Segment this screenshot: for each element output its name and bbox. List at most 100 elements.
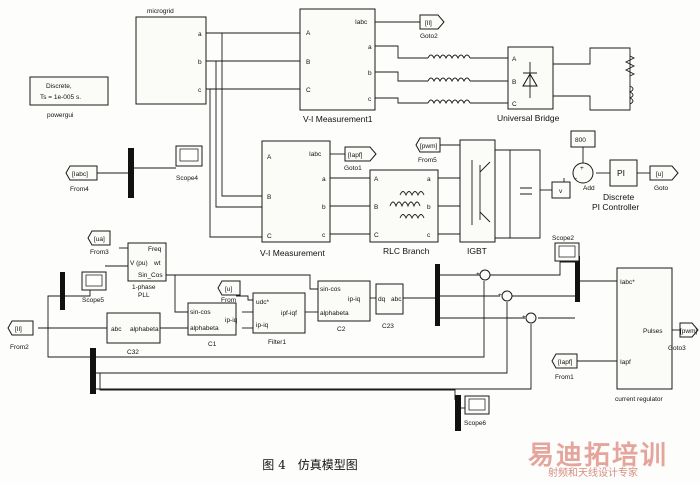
const-800-block[interactable]: 800 [570, 130, 596, 148]
c2-block[interactable]: sin-cos alphabeta ip-iq C2 [317, 280, 371, 333]
vi-measurement-label: V-I Measurement [260, 248, 325, 258]
sum-3[interactable]: + [522, 312, 537, 324]
svg-text:B: B [306, 59, 310, 66]
svg-text:C: C [306, 87, 311, 94]
c32-block[interactable]: abc alphabeta C32 [106, 312, 161, 356]
svg-text:Iabc: Iabc [309, 151, 322, 158]
svg-text:dq: dq [378, 296, 386, 303]
svg-text:+: + [580, 165, 584, 172]
c1-block[interactable]: sin-cos alphabeta ip-iq C1 [187, 302, 238, 348]
line-inductors [427, 54, 471, 105]
sum-1[interactable]: + [476, 269, 491, 281]
powergui-name: powergui [47, 112, 73, 119]
igbt-label: IGBT [467, 246, 487, 256]
svg-text:Iabc*: Iabc* [620, 279, 635, 286]
bus-selector-3 [435, 264, 440, 326]
vi-measurement-block[interactable]: A B C Iabc a b c V-I Measurement [260, 140, 331, 258]
scope4-block[interactable]: Scope4 [175, 145, 203, 182]
add-label: Add [583, 185, 595, 192]
universal-bridge-block[interactable]: A B C Universal Bridge [497, 46, 560, 123]
sum-2[interactable]: + [498, 290, 513, 302]
from3-block[interactable]: [ua] From3 [87, 230, 111, 256]
svg-text:a: a [322, 176, 326, 183]
rl-load [624, 55, 636, 105]
scope6-block[interactable]: Scope6 [464, 395, 490, 427]
c1-label: C1 [208, 341, 217, 348]
scope2-block[interactable]: Scope2 [552, 235, 580, 262]
vi-measurement1-block[interactable]: A B C Iabc a b c V-I Measurement1 [299, 8, 376, 124]
voltage-measurement[interactable]: v [551, 181, 571, 199]
from5-block[interactable]: [pwm] From5 [415, 137, 441, 164]
c23-label: C23 [382, 323, 394, 330]
goto2-label: Goto2 [420, 33, 438, 40]
svg-text:b: b [427, 204, 431, 211]
vi-measurement1-label: V-I Measurement1 [303, 114, 373, 124]
svg-text:V (pu): V (pu) [130, 260, 148, 267]
c23-block[interactable]: dq abc C23 [375, 283, 404, 330]
c2-label: C2 [337, 326, 346, 333]
svg-text:B: B [374, 204, 378, 211]
goto-tag: [u] [656, 171, 663, 178]
goto-block[interactable]: [u] Goto [649, 165, 679, 192]
bus-selector-2 [60, 272, 65, 310]
svg-text:B: B [512, 79, 516, 86]
rlc-branch-label: RLC Branch [383, 246, 430, 256]
scope4-label: Scope4 [176, 175, 198, 182]
add-block[interactable]: + - Add [572, 162, 595, 192]
svg-text:A: A [374, 176, 379, 183]
svg-text:b: b [198, 59, 202, 66]
svg-text:b: b [368, 70, 372, 77]
from-block[interactable]: [u] From [217, 280, 241, 304]
filter1-block[interactable]: udc* ip-iq ipf-iqf Filter1 [252, 292, 306, 346]
from3-tag: [ua] [94, 236, 105, 243]
bus-selector-4 [90, 348, 96, 394]
svg-text:+: + [498, 292, 502, 299]
svg-text:Pulses: Pulses [643, 328, 663, 335]
from4-label: From4 [70, 186, 89, 193]
filter1-label: Filter1 [268, 339, 286, 346]
svg-text:C: C [512, 101, 517, 108]
svg-text:alphabeta: alphabeta [190, 325, 219, 332]
goto-label: Goto [654, 185, 668, 192]
svg-text:c: c [368, 96, 372, 103]
svg-text:sin-cos: sin-cos [320, 286, 341, 293]
from1-label: From1 [555, 374, 574, 381]
svg-text:alphabeta: alphabeta [130, 326, 159, 333]
from1-block[interactable]: [Iapf] From1 [551, 353, 578, 381]
from2-tag: [Il] [15, 326, 22, 333]
rlc-branch-block[interactable]: A B C a b c RLC Branch [369, 169, 439, 256]
goto1-block[interactable]: [Iapf] Goto1 [344, 146, 377, 172]
scope5-label: Scope5 [82, 297, 104, 304]
c32-label: C32 [127, 349, 139, 356]
scope5-block[interactable]: Scope5 [81, 271, 107, 304]
goto2-block[interactable]: [Il] Goto2 [419, 14, 445, 40]
from2-block[interactable]: [Il] From2 [7, 320, 34, 351]
svg-text:ip-iq: ip-iq [225, 317, 238, 324]
svg-text:Discrete,: Discrete, [46, 83, 72, 90]
current-regulator-block[interactable]: Iabc* Iapf Pulses current regulator [615, 267, 673, 403]
goto3-tag: [pwm] [680, 328, 698, 335]
from4-tag: [Iabc] [72, 171, 88, 178]
goto1-label: Goto1 [344, 165, 362, 172]
svg-text:udc*: udc* [256, 299, 269, 306]
powergui-block[interactable]: Discrete, Ts = 1e-005 s. powergui [29, 76, 109, 119]
from1-tag: [Iapf] [558, 359, 573, 366]
svg-text:C: C [267, 233, 272, 240]
scope2-label: Scope2 [552, 235, 574, 242]
igbt-block[interactable]: IGBT [459, 139, 496, 256]
svg-text:A: A [267, 154, 272, 161]
universal-bridge-label: Universal Bridge [497, 113, 560, 123]
goto3-block[interactable]: [pwm] Goto3 [668, 322, 699, 352]
svg-text:A: A [306, 30, 311, 37]
from4-block[interactable]: [Iabc] From4 [65, 165, 98, 193]
pi-controller-block[interactable]: + PI Discrete PI Controller [592, 159, 639, 212]
pll-block[interactable]: Freq V (pu) wt Sin_Cos 1-phase PLL [127, 242, 167, 299]
watermark-subtitle: 射频和天线设计专家 [548, 468, 638, 479]
from-label: From [221, 297, 236, 304]
pll-label-1: 1-phase [132, 284, 156, 291]
svg-text:c: c [198, 87, 202, 94]
microgrid-block[interactable]: microgrid a b c [135, 8, 207, 105]
svg-text:a: a [198, 31, 202, 38]
svg-text:ipf-iqf: ipf-iqf [281, 310, 297, 317]
